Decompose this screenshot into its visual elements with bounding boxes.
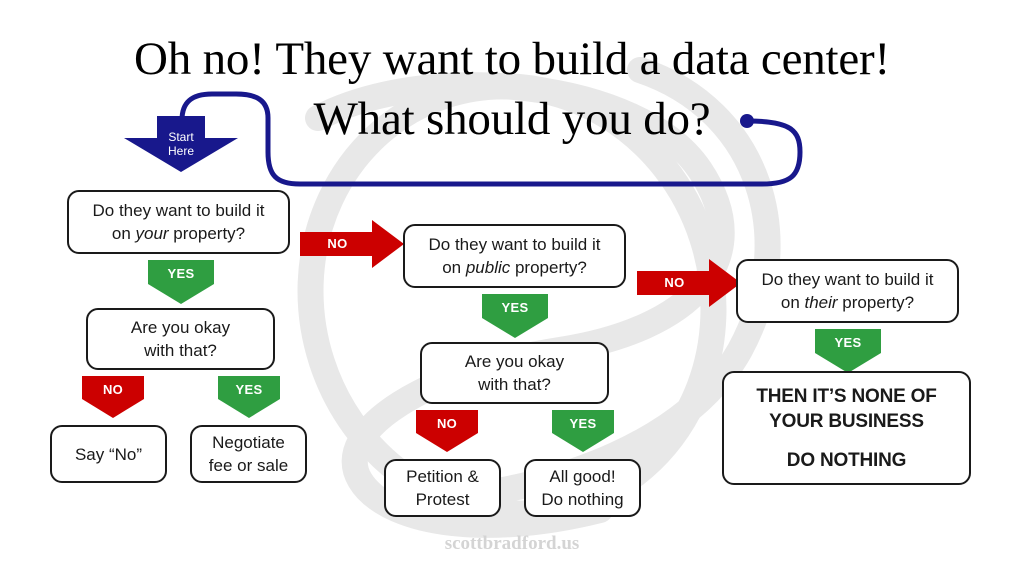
arrow-down-shape	[416, 410, 478, 452]
arrow-down-shape	[815, 329, 881, 373]
node-say-no-text: Say “No”	[74, 444, 143, 464]
arrow-ok2-yes[interactable]: YES	[552, 410, 614, 452]
node-question-your-property-text: Do they want to build it on your propert…	[92, 201, 265, 243]
arrow-down-shape	[552, 410, 614, 452]
site-credit: scottbradford.us	[444, 533, 580, 554]
arrow-q3-yes[interactable]: YES	[815, 329, 881, 373]
arrow-down-shape	[482, 294, 548, 338]
node-terminal-do-nothing[interactable]: THEN IT’S NONE OF YOUR BUSINESS DO NOTHI…	[722, 371, 971, 485]
page-title-line-2: What should you do?	[313, 93, 711, 145]
page-title-line-1: Oh no! They want to build a data center!	[134, 33, 890, 85]
node-all-good-text: All good!Do nothing	[541, 467, 624, 509]
arrow-right-shape	[300, 220, 404, 268]
arrow-q1-no[interactable]: NO	[300, 220, 404, 268]
arrow-ok1-no[interactable]: NO	[82, 376, 144, 418]
node-petition-protest-text: Petition &Protest	[406, 467, 479, 509]
arrow-ok2-no[interactable]: NO	[416, 410, 478, 452]
arrow-right-shape	[637, 259, 741, 307]
arrow-q2-yes[interactable]: YES	[482, 294, 548, 338]
arrow-down-shape	[82, 376, 144, 418]
arrow-ok1-yes[interactable]: YES	[218, 376, 280, 418]
arrow-q1-yes[interactable]: YES	[148, 260, 214, 304]
arrow-q2-no[interactable]: NO	[637, 259, 741, 307]
node-question-your-property[interactable]: Do they want to build it on your propert…	[67, 190, 290, 254]
node-terminal-do-nothing-text: THEN IT’S NONE OF YOUR BUSINESS DO NOTHI…	[756, 385, 937, 471]
node-question-their-property-text: Do they want to build it on their proper…	[761, 270, 934, 312]
node-petition-protest[interactable]: Petition &Protest	[384, 459, 501, 517]
arrow-down-shape	[148, 260, 214, 304]
node-all-good[interactable]: All good!Do nothing	[524, 459, 641, 517]
node-question-their-property[interactable]: Do they want to build it on their proper…	[736, 259, 959, 323]
arrow-down-shape	[218, 376, 280, 418]
node-say-no[interactable]: Say “No”	[50, 425, 167, 483]
node-question-public-property-text: Do they want to build it on public prope…	[428, 235, 601, 277]
node-question-public-property[interactable]: Do they want to build it on public prope…	[403, 224, 626, 288]
